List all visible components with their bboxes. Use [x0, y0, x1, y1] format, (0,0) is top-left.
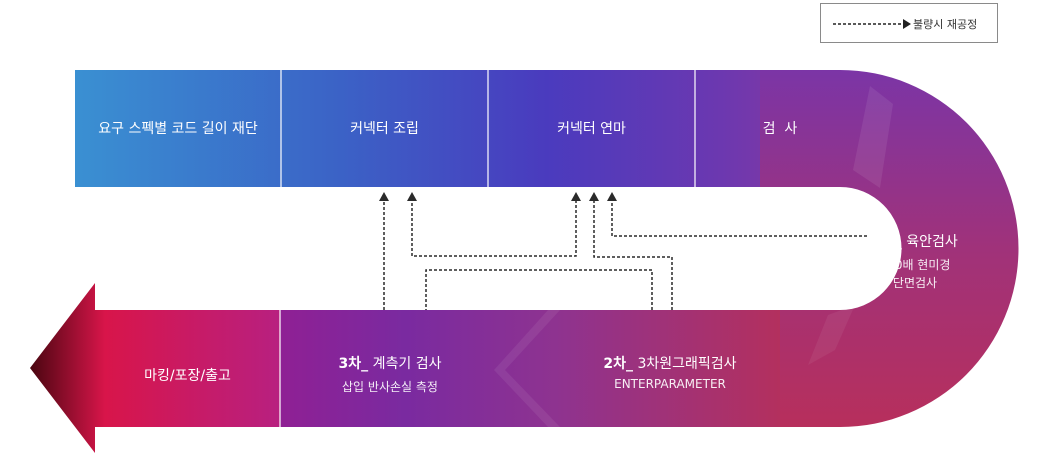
step-ship-label: 마킹/포장/출고: [144, 368, 231, 384]
arrowhead-up-icon: [607, 192, 617, 201]
inspection-2-name: 3차원그래픽검사: [637, 356, 737, 372]
step-polish-label: 커넥터 연마: [557, 121, 626, 137]
rework-line: [425, 269, 653, 310]
inspection-3-prefix: 3차_: [338, 356, 369, 372]
legend-label: 불량시 재공정: [913, 18, 978, 31]
legend-box: 불량시 재공정: [820, 3, 998, 43]
inspection-2-title: 2차_ 3차원그래픽검사: [560, 353, 780, 373]
top-band: [75, 70, 835, 187]
chevron-shade-top: [853, 86, 893, 188]
rework-line: [411, 200, 577, 257]
step-assembly-label: 커넥터 조립: [350, 121, 419, 137]
inspection-3-name: 계측기 검사: [372, 356, 442, 372]
inspection-1-title: 1차_ 육안검사: [840, 231, 990, 251]
arrowhead-up-icon: [407, 192, 417, 201]
inspection-2-prefix: 2차_: [603, 356, 634, 372]
chevron-shade-bottom: [808, 305, 855, 365]
inspection-1-prefix: 1차_: [872, 234, 902, 250]
bottom-band: [280, 310, 780, 427]
arrowhead-up-icon: [379, 192, 389, 201]
inspection-1-name: 육안검사: [906, 234, 958, 250]
step-cut-label: 요구 스펙별 코드 길이 재단: [98, 121, 258, 137]
chevron-shade-mid: [494, 310, 560, 427]
dashed-arrow-icon: [833, 19, 911, 29]
inspection-2-sub: ENTERPARAMETER: [614, 377, 726, 391]
inspection-3-sub: 삽입 반사손실 측정: [342, 380, 438, 394]
rework-line: [593, 200, 673, 310]
inspection-3-title: 3차_ 계측기 검사: [290, 353, 490, 373]
arrowhead-up-icon: [571, 192, 581, 201]
rework-line: [611, 200, 867, 237]
exit-arrow: [30, 283, 280, 453]
inspection-1-sub1: 800배 현미경: [879, 258, 951, 272]
step-inspect-label: 검 사: [762, 121, 798, 137]
inspection-1-sub2: 단면검사: [892, 276, 938, 290]
arrowhead-up-icon: [589, 192, 599, 201]
u-curve: [760, 70, 1019, 427]
